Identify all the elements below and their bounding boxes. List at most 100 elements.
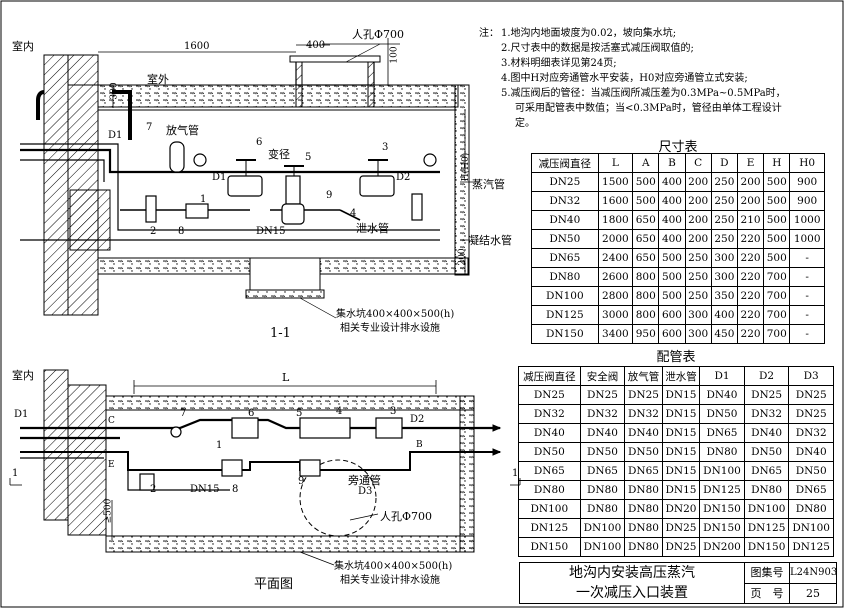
pipe-table-cell: DN65 xyxy=(579,461,626,481)
pipe-table-cell: DN80 xyxy=(788,499,834,519)
pipe-table-cell: DN150 xyxy=(699,499,745,519)
section-num-9: 9 xyxy=(326,190,333,201)
pipe-table-header-cell: D2 xyxy=(743,366,790,386)
plan-top-wall xyxy=(105,395,475,411)
reducer-label: 变径 xyxy=(268,148,290,161)
pipe-table-cell: DN32 xyxy=(743,404,790,424)
pipe-table-cell: DN25 xyxy=(788,385,834,405)
plan-manhole xyxy=(299,459,377,537)
size-table-cell: 300 xyxy=(684,305,712,325)
note-item: 5.减压阀后的管径：当减压阀所减压差为0.3MPa~0.5MPa时， xyxy=(501,88,786,99)
size-table-cell: 250 xyxy=(710,210,738,230)
size-table-header-cell: H xyxy=(763,153,791,173)
section-num-1: 1 xyxy=(200,194,207,205)
pipe-table-cell: DN80 xyxy=(624,480,663,500)
pipe-table-cell: DN100 xyxy=(788,518,834,538)
size-table-cell: 1000 xyxy=(789,210,825,230)
pressure-gauge-left xyxy=(193,153,207,167)
size-table-cell: 200 xyxy=(684,210,712,230)
size-table-cell: DN25 xyxy=(531,172,599,192)
size-table-cell: 450 xyxy=(710,324,738,344)
manhole-shaft xyxy=(295,59,375,86)
plan-section-mark-right: 1 xyxy=(512,468,519,479)
plan-manhole-label: 人孔Φ700 xyxy=(380,510,433,523)
size-table-cell: DN80 xyxy=(531,267,599,287)
size-table-cell: 950 xyxy=(632,324,660,344)
size-table-cell: 500 xyxy=(763,172,791,192)
size-table-cell: 500 xyxy=(658,267,686,287)
size-table-cell: - xyxy=(789,286,825,306)
pipe-table-cell: DN15 xyxy=(661,404,701,424)
pipe-table-cell: DN100 xyxy=(579,537,626,557)
section-num-5: 5 xyxy=(305,152,312,163)
size-table-cell: 800 xyxy=(632,305,660,325)
plan-section-mark-left: 1 xyxy=(12,468,19,479)
section-d2-label: D2 xyxy=(396,172,411,183)
pipe-table-cell: DN40 xyxy=(743,423,790,443)
size-table-header-cell: B xyxy=(658,153,686,173)
pipe-table-cell: DN50 xyxy=(743,442,790,462)
size-table-cell: 650 xyxy=(632,210,660,230)
size-table-cell: 2400 xyxy=(597,248,634,268)
atlas-number: L24N903 xyxy=(790,563,837,584)
title-line-1: 地沟内安装高压蒸汽 xyxy=(569,565,695,581)
section-view xyxy=(20,38,478,319)
size-table-cell: 700 xyxy=(763,305,791,325)
pipe-table-cell: DN15 xyxy=(661,461,701,481)
plan-num-7: 7 xyxy=(180,408,187,419)
pipe-table-cell: DN40 xyxy=(579,423,626,443)
notes-prefix: 注： xyxy=(479,28,499,39)
plan-dim-500: ≥500 xyxy=(103,498,114,524)
pipe-table-cell: DN25 xyxy=(661,537,701,557)
pipe-table-cell: DN65 xyxy=(743,461,790,481)
section-sump-label: 集水坑400×400×500(h) xyxy=(336,309,455,320)
size-table-cell: 400 xyxy=(658,229,686,249)
pipe-table-cell: DN50 xyxy=(624,442,663,462)
size-table-cell: 600 xyxy=(658,324,686,344)
pipe-table-cell: DN80 xyxy=(624,518,663,538)
size-table-cell: 220 xyxy=(736,324,765,344)
size-table-header-cell: L xyxy=(597,153,634,173)
section-num-6: 6 xyxy=(256,137,263,148)
pipe-table-cell: DN25 xyxy=(661,518,701,538)
size-table-cell: - xyxy=(789,267,825,287)
section-dn15-label: DN15 xyxy=(256,226,286,237)
dim-200: 200 xyxy=(457,248,468,266)
plan-num-6: 6 xyxy=(248,408,255,419)
plan-sump-label: 集水坑400×400×500(h) xyxy=(334,561,453,572)
pipe-table-cell: DN150 xyxy=(743,537,790,557)
pipe-table-header-cell: 放气管 xyxy=(624,366,663,386)
size-table-cell: 200 xyxy=(684,172,712,192)
section-num-3: 3 xyxy=(382,142,389,153)
pipe-table-cell: DN50 xyxy=(579,442,626,462)
size-table-cell: DN65 xyxy=(531,248,599,268)
page-number: 25 xyxy=(806,587,820,600)
plan-valve-4 xyxy=(299,417,351,439)
size-table-cell: DN40 xyxy=(531,210,599,230)
plan-dim-b: B xyxy=(416,440,423,450)
size-table-cell: 3000 xyxy=(597,305,634,325)
pipe-table-header-cell: 安全阀 xyxy=(579,366,626,386)
size-table-cell: 250 xyxy=(710,172,738,192)
steam-pipe-label: 蒸汽管 xyxy=(472,178,505,191)
pressure-reducing-valve-5 xyxy=(285,175,301,205)
section-d1-label: D1 xyxy=(108,130,123,141)
size-table-cell: 600 xyxy=(658,305,686,325)
pipe-table-cell: DN125 xyxy=(518,518,581,538)
note-item: 定。 xyxy=(515,118,535,129)
safety-valve-2 xyxy=(145,195,157,223)
vent-valve-7 xyxy=(169,141,185,173)
size-table-cell: 300 xyxy=(684,324,712,344)
size-table-cell: 500 xyxy=(632,191,660,211)
note-item: 可采用配管表中数值；当<0.3MPa时，管径由单体工程设计 xyxy=(515,103,782,114)
section-num-4: 4 xyxy=(350,208,357,219)
size-table-cell: 250 xyxy=(710,191,738,211)
